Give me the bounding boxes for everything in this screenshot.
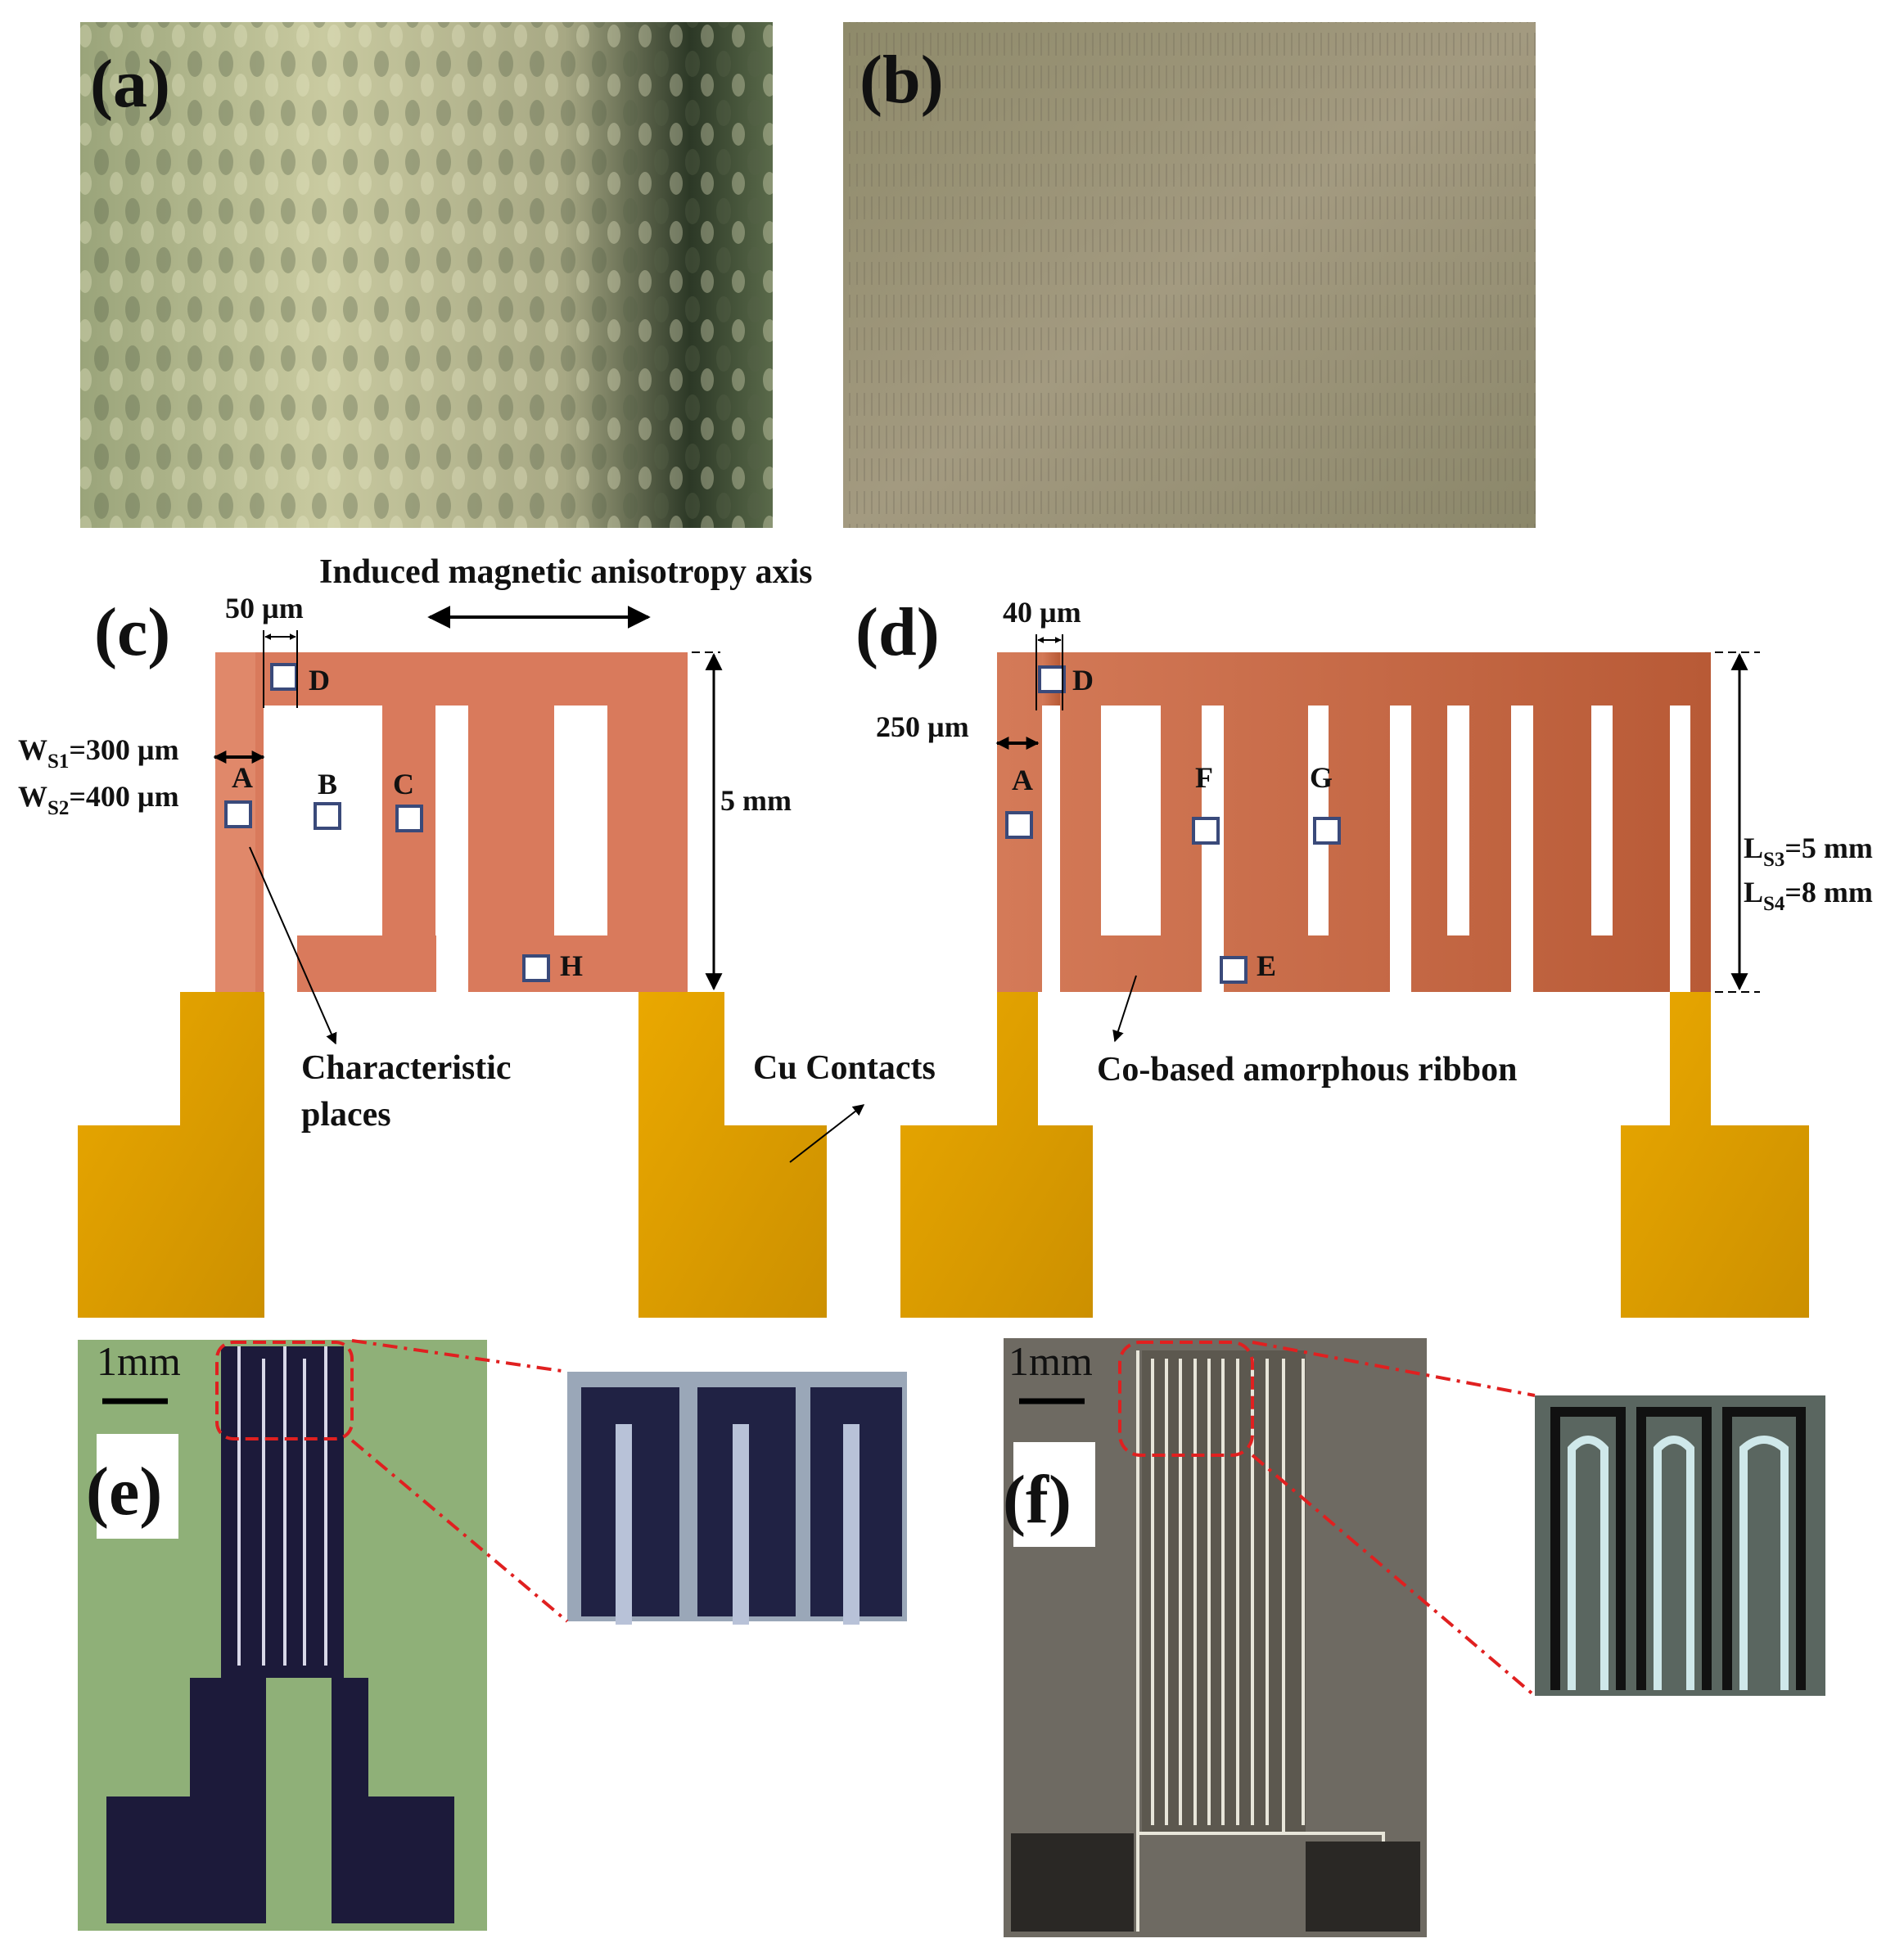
panel-label-e: (e) bbox=[86, 1454, 162, 1530]
cu-contact-left-c bbox=[78, 992, 264, 1318]
marker-h-c bbox=[522, 954, 550, 982]
photo-e: (e) 1mm bbox=[78, 1338, 487, 1931]
point-label-a-c: A bbox=[232, 761, 253, 794]
point-label-f-d: F bbox=[1195, 761, 1213, 794]
marker-b-c bbox=[314, 802, 341, 830]
point-label-a-d: A bbox=[1012, 764, 1033, 796]
panel-label-a: (a) bbox=[90, 46, 170, 122]
marker-d-d bbox=[1038, 665, 1066, 693]
scale-bar-label-f: 1mm bbox=[1008, 1338, 1093, 1384]
panel-label-c: (c) bbox=[94, 594, 170, 670]
point-label-d-d: D bbox=[1072, 664, 1094, 697]
point-label-e-d: E bbox=[1257, 949, 1276, 982]
point-label-b-c: B bbox=[318, 768, 337, 800]
panel-label-b: (b) bbox=[860, 42, 944, 118]
width-label-ws1: WS1=300 µm bbox=[18, 733, 179, 773]
anisotropy-axis-label: Induced magnetic anisotropy axis bbox=[319, 553, 812, 591]
micrograph-a: (a) bbox=[80, 22, 773, 528]
width-label-d: 250 µm bbox=[876, 710, 969, 743]
sensor-diagram-c: (c) D A B C H 50 µm WS1=300 µm WS2=400 µ… bbox=[18, 592, 827, 1318]
characteristic-places-label-1: Characteristic bbox=[301, 1049, 512, 1087]
inset-e bbox=[350, 1339, 907, 1625]
marker-g-d bbox=[1313, 817, 1341, 845]
panel-label-f: (f) bbox=[1003, 1462, 1072, 1538]
micrograph-b: (b) bbox=[843, 22, 1536, 528]
length-label-ls4: LS4=8 mm bbox=[1744, 876, 1873, 915]
marker-d-c bbox=[270, 663, 298, 691]
length-label-ls3: LS3=5 mm bbox=[1744, 832, 1873, 871]
cu-contact-right-d bbox=[1621, 992, 1809, 1318]
inset-f bbox=[1251, 1341, 1825, 1697]
marker-a-d bbox=[1005, 811, 1033, 839]
marker-f-d bbox=[1192, 817, 1220, 845]
point-label-g-d: G bbox=[1310, 761, 1333, 794]
width-label-ws2: WS2=400 µm bbox=[18, 780, 179, 819]
marker-e-d bbox=[1220, 956, 1248, 984]
gap-label-c: 50 µm bbox=[225, 592, 304, 624]
characteristic-places-label-2: places bbox=[301, 1096, 391, 1134]
panel-label-d: (d) bbox=[855, 594, 940, 670]
cu-contact-left-d bbox=[900, 992, 1093, 1318]
marker-c-c bbox=[395, 805, 423, 832]
length-label-c: 5 mm bbox=[720, 784, 792, 817]
sensor-diagram-d: (d) D A F G E 40 µm 250 µm LS3=5 mm LS4=… bbox=[855, 594, 1873, 1318]
photo-f: (f) 1mm bbox=[1003, 1338, 1427, 1937]
point-label-d-c: D bbox=[309, 664, 330, 697]
gap-label-d: 40 µm bbox=[1003, 596, 1081, 629]
ribbon-meander-d bbox=[997, 652, 1711, 992]
cu-contacts-label: Cu Contacts bbox=[753, 1049, 936, 1087]
scale-bar-label-e: 1mm bbox=[97, 1338, 181, 1384]
point-label-h-c: H bbox=[560, 949, 583, 982]
ribbon-label: Co-based amorphous ribbon bbox=[1097, 1051, 1517, 1089]
cu-contact-right-c bbox=[638, 992, 827, 1318]
point-label-c-c: C bbox=[393, 768, 414, 800]
marker-a-c bbox=[224, 800, 252, 828]
